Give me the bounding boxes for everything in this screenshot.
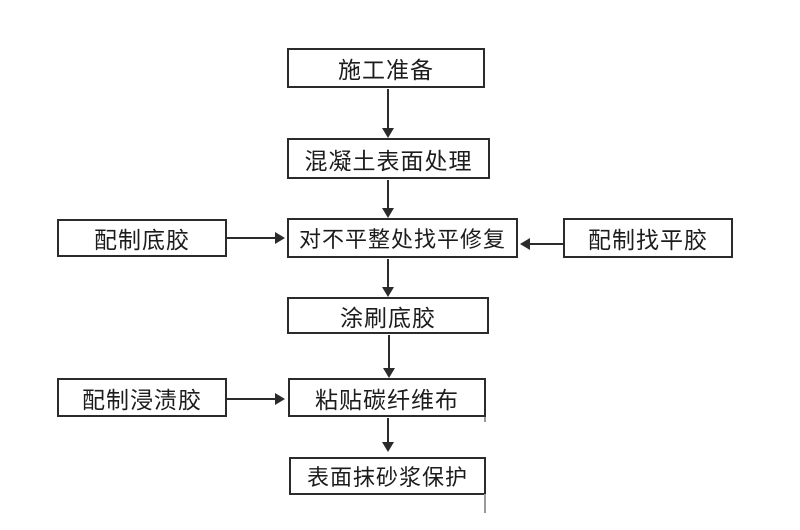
arrow-down-cfrp-to-mortar-icon xyxy=(382,418,394,452)
flow-node-leveling-repair: 对不平整处找平修复 xyxy=(287,218,518,258)
arrow-down-leveling-to-primer-icon xyxy=(382,259,394,297)
scan-artifact-line xyxy=(484,417,486,422)
flow-node-primer-coating: 涂刷底胶 xyxy=(287,297,489,334)
arrow-right-impregmix-to-cfrp-icon xyxy=(226,393,285,405)
flow-node-primer-preparation: 配制底胶 xyxy=(57,219,227,257)
arrow-down-primer-to-cfrp-icon xyxy=(383,335,395,378)
scan-artifact-line xyxy=(484,494,486,513)
arrow-down-surface-to-leveling-icon xyxy=(382,180,394,218)
arrow-right-primermix-to-leveling-icon xyxy=(226,232,285,244)
arrow-down-prep-to-surface-icon xyxy=(382,89,394,138)
flow-node-concrete-surface-treatment: 混凝土表面处理 xyxy=(287,138,490,179)
arrow-left-levelmix-to-leveling-icon xyxy=(520,238,563,250)
flow-node-construction-prep: 施工准备 xyxy=(287,48,485,88)
flow-node-leveling-adhesive-preparation: 配制找平胶 xyxy=(563,218,733,258)
flow-node-mortar-protection: 表面抹砂浆保护 xyxy=(289,457,486,495)
flow-node-impregnation-adhesive-preparation: 配制浸渍胶 xyxy=(57,378,227,417)
flow-node-cfrp-pasting: 粘贴碳纤维布 xyxy=(288,378,486,417)
